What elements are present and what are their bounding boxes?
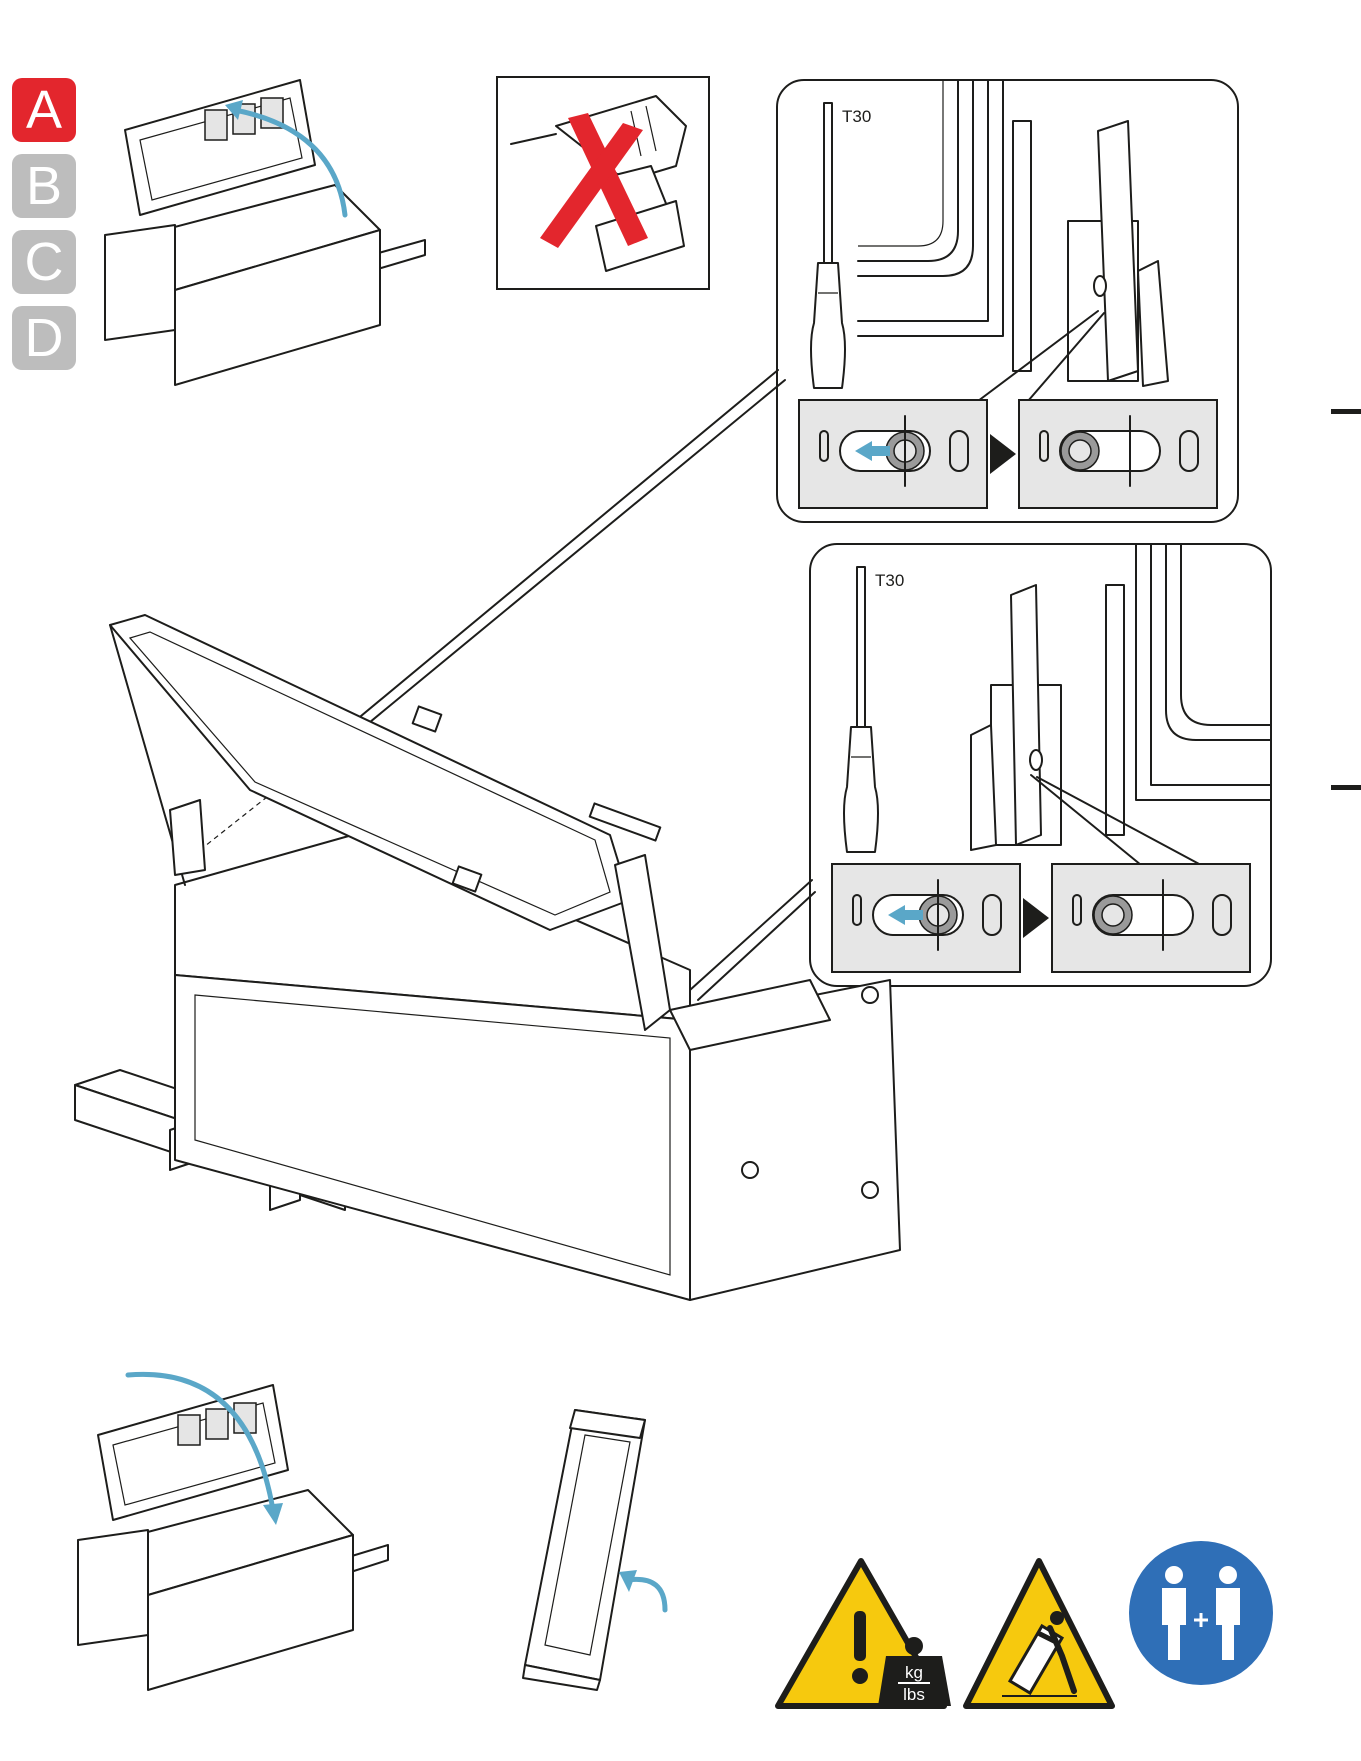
step-tab-d: D — [12, 306, 76, 370]
step-tab-a: A — [12, 78, 76, 142]
closing-lid-illustration — [78, 1385, 408, 1655]
torx-screwdriver-icon — [798, 93, 858, 393]
no-power-drill-box — [496, 76, 710, 290]
step-navigation: A B C D — [12, 78, 76, 382]
locking-screw-icon — [1053, 865, 1253, 975]
lock-slider-after — [1018, 399, 1218, 509]
step-tab-c: C — [12, 230, 76, 294]
step-arrow-icon — [990, 434, 1016, 474]
tipping-hazard-warning-icon — [962, 1556, 1117, 1716]
window-hinge-closeup-top — [858, 81, 1238, 391]
heavy-weight-warning-icon: kg lbs — [776, 1556, 951, 1716]
two-person-lift-icon — [1128, 1540, 1274, 1686]
page-edge-mark-lower — [1331, 785, 1361, 790]
page-edge-mark-upper — [1331, 409, 1361, 414]
opening-lid-illustration — [105, 80, 435, 350]
main-window-box-illustration — [70, 370, 970, 1350]
weight-unit-kg: kg — [905, 1663, 923, 1682]
prohibited-x-icon — [528, 108, 678, 258]
step-arrow-icon — [1023, 898, 1049, 938]
step-tab-b: B — [12, 154, 76, 218]
locking-screw-icon — [1020, 401, 1220, 511]
lock-slider-after — [1051, 863, 1251, 973]
window-tilt-up-illustration — [515, 1410, 685, 1690]
weight-unit-lbs: lbs — [903, 1685, 925, 1704]
